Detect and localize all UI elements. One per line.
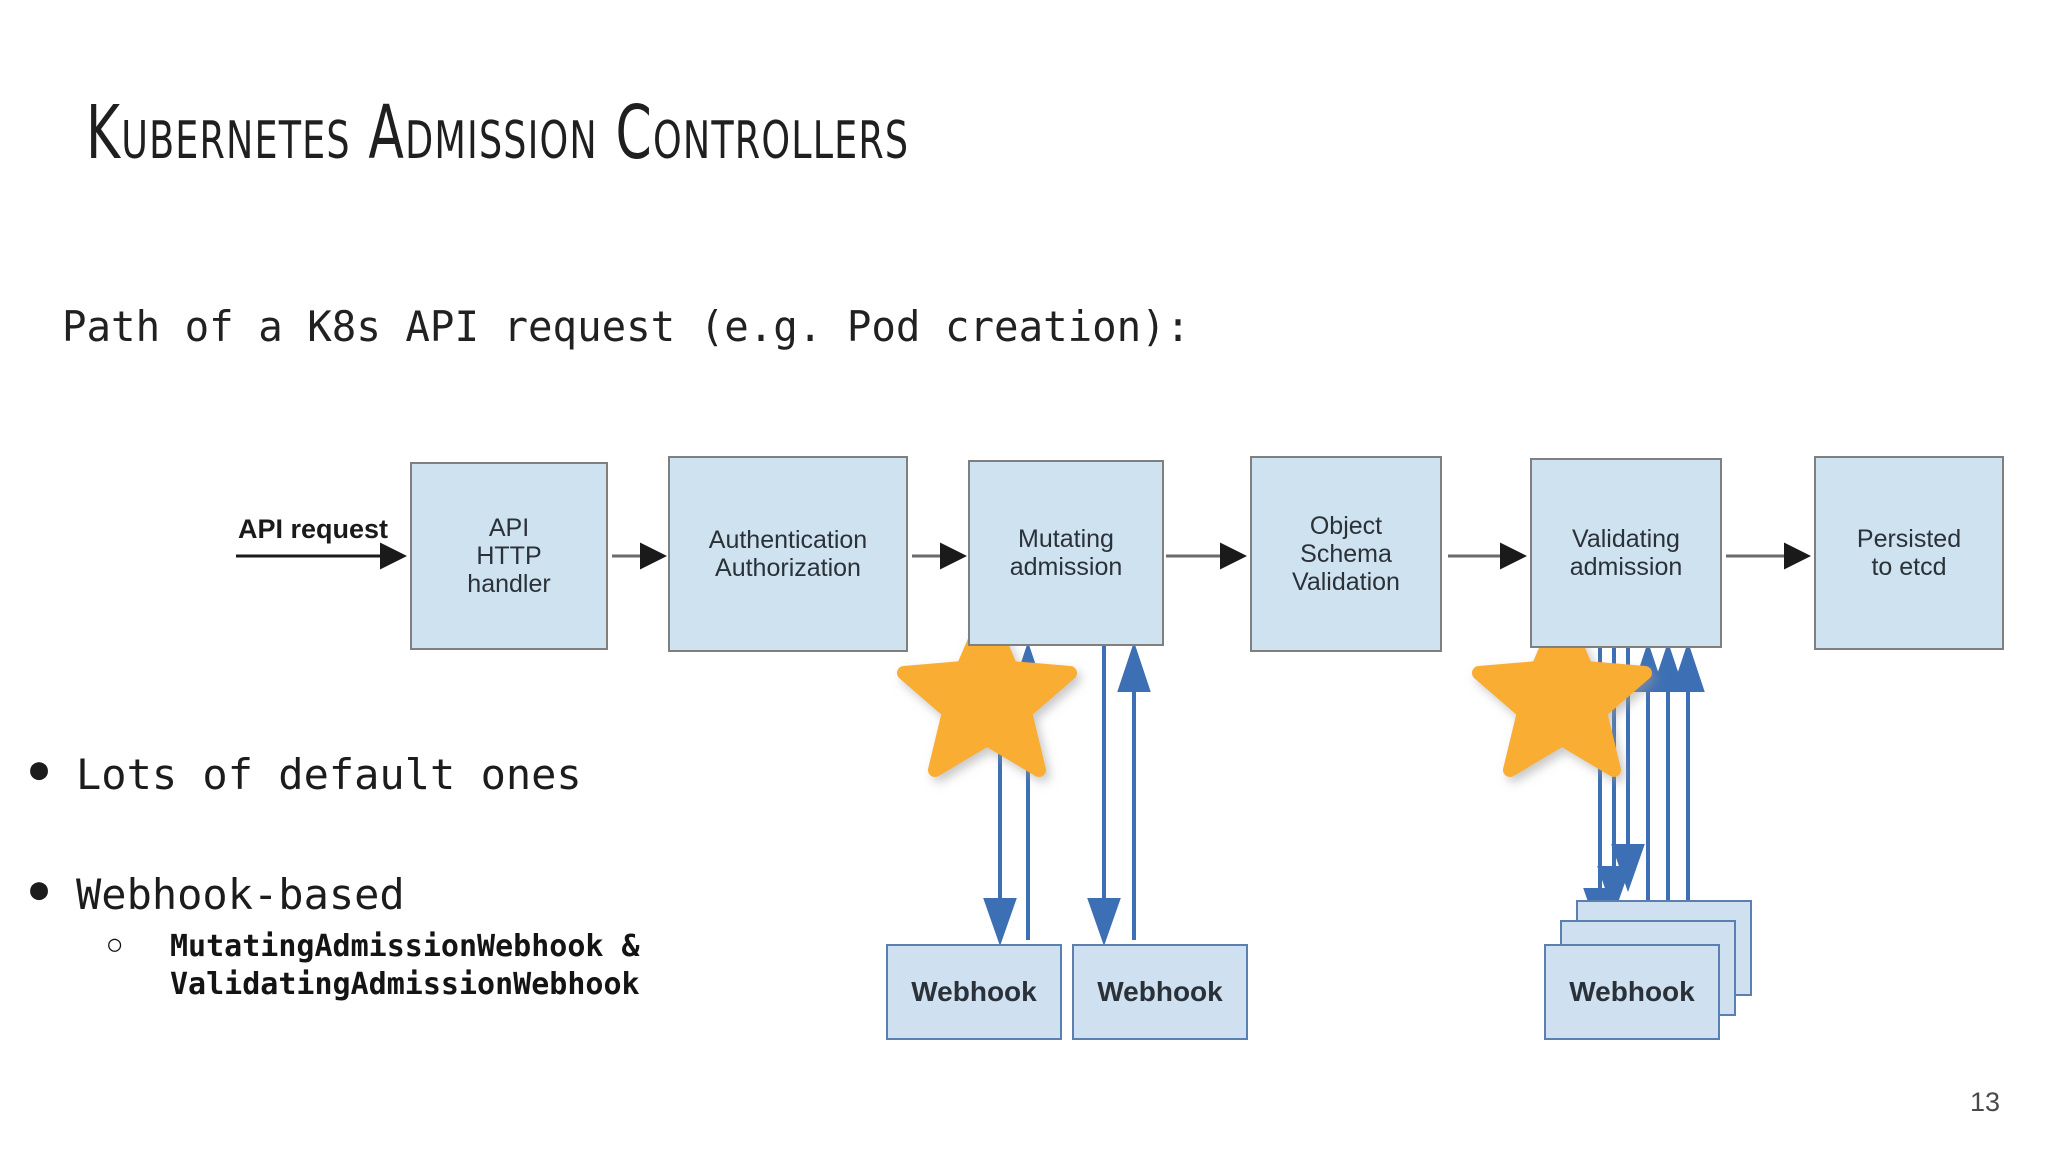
bullet-text: Webhook-based xyxy=(76,870,405,919)
stage-line: admission xyxy=(1009,553,1123,581)
stage-validating-admission[interactable]: Validating admission xyxy=(1530,458,1722,648)
mutating-webhook-1-arrows xyxy=(983,641,1045,947)
stage-line: Authentication xyxy=(708,526,868,554)
bullet-marker: ● xyxy=(30,752,49,787)
subtitle-text: Path of a K8s API request (e.g. Pod crea… xyxy=(62,302,1191,351)
bullet-webhook-based: ● Webhook-based xyxy=(30,870,405,919)
webhook-label: Webhook xyxy=(1097,976,1223,1007)
stage-api-http-handler[interactable]: API HTTP handler xyxy=(410,462,608,650)
stage-line: Persisted xyxy=(1856,525,1962,553)
stage-authentication-authorization[interactable]: Authentication Authorization xyxy=(668,456,908,652)
webhook-box-validating-front[interactable]: Webhook xyxy=(1544,944,1720,1040)
stage-object-schema-validation[interactable]: Object Schema Validation xyxy=(1250,456,1442,652)
sub-bullet-marker: ○ xyxy=(108,932,122,957)
sub-bullet-webhook-names: ○ MutatingAdmissionWebhook & ValidatingA… xyxy=(108,928,640,1005)
stage-persisted-to-etcd[interactable]: Persisted to etcd xyxy=(1814,456,2004,650)
stage-line: Mutating xyxy=(1018,525,1114,553)
mutating-webhook-2-arrows xyxy=(1087,641,1151,947)
bullet-text: Lots of default ones xyxy=(76,750,582,799)
stage-line: Object xyxy=(1309,512,1383,540)
stage-line: Schema xyxy=(1300,540,1392,568)
page-title: Kubernetes Admission Controllers xyxy=(86,90,910,176)
stage-line: HTTP xyxy=(476,542,542,570)
webhook-label: Webhook xyxy=(911,976,1037,1007)
webhook-label: Webhook xyxy=(1569,976,1695,1007)
stage-line: API xyxy=(488,514,530,542)
stage-line: handler xyxy=(467,570,551,598)
stage-line: admission xyxy=(1569,553,1683,581)
stage-line: Validation xyxy=(1292,568,1400,596)
stage-line: Validating xyxy=(1572,525,1680,553)
sub-bullet-line-2: ValidatingAdmissionWebhook xyxy=(170,967,640,1003)
sub-bullet-line-1: MutatingAdmissionWebhook & xyxy=(170,929,640,964)
stage-mutating-admission[interactable]: Mutating admission xyxy=(968,460,1164,646)
webhook-box-mutating-2[interactable]: Webhook xyxy=(1072,944,1248,1040)
bullet-lots-of-default-ones: ● Lots of default ones xyxy=(30,750,582,799)
bullet-marker: ● xyxy=(30,872,49,907)
validating-webhook-call-arrows xyxy=(1583,646,1645,937)
webhook-box-mutating-1[interactable]: Webhook xyxy=(886,944,1062,1040)
api-request-label: API request xyxy=(238,514,389,544)
stage-line: Authorization xyxy=(715,554,861,582)
stage-line: to etcd xyxy=(1871,553,1947,581)
page-number: 13 xyxy=(1969,1087,2000,1117)
